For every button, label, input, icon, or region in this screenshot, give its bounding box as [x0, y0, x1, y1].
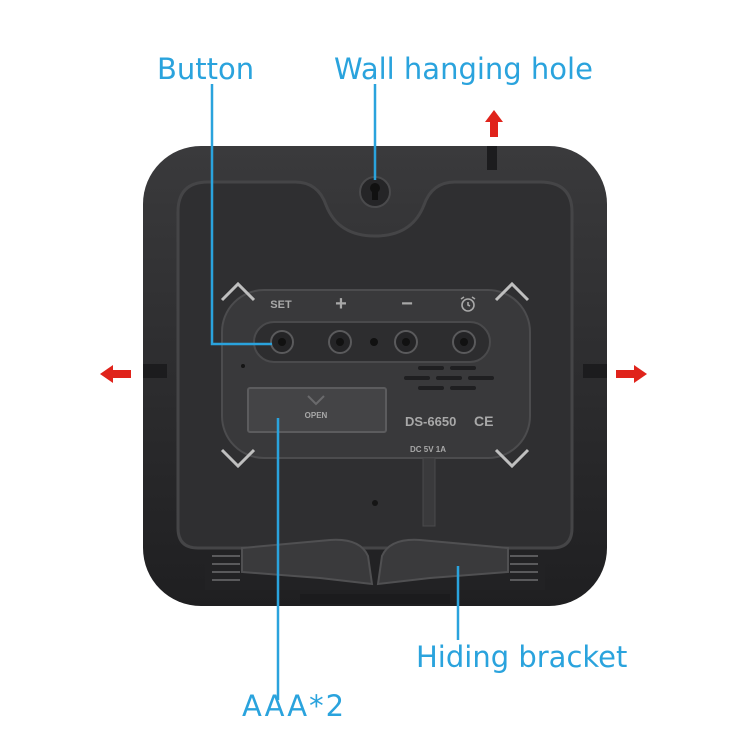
ce-mark: CE	[474, 413, 493, 429]
bracket-ribs-right	[510, 555, 538, 581]
leader-lines	[210, 84, 460, 700]
minus-label: −	[401, 293, 413, 315]
top-seam	[487, 146, 497, 170]
button-callout: Button	[157, 52, 255, 86]
model-label: DS-6650	[405, 414, 456, 429]
arrow-right-icon	[616, 365, 647, 383]
plus-label: +	[335, 293, 347, 315]
set-label: SET	[270, 299, 292, 311]
battery-cover	[247, 387, 387, 433]
open-label: OPEN	[305, 411, 328, 420]
wall-hanging-hole	[359, 176, 391, 208]
hiding-bracket[interactable]	[241, 538, 509, 586]
hiding-bracket-callout: Hiding bracket	[416, 640, 628, 674]
bracket-ribs-left	[212, 555, 240, 581]
minus-button[interactable]	[394, 330, 418, 354]
small-dot-left	[241, 364, 245, 368]
speaker-grille	[404, 366, 494, 390]
clock-base-foot	[300, 594, 450, 604]
leader-button	[210, 84, 272, 346]
reset-pinhole	[370, 338, 378, 346]
arrow-up-icon	[485, 110, 503, 137]
arrow-left-icon	[100, 365, 131, 383]
panel-clips	[220, 281, 530, 469]
plus-button[interactable]	[328, 330, 352, 354]
right-seam	[583, 364, 607, 378]
small-dot-center	[372, 500, 378, 506]
wall-hanging-hole-callout: Wall hanging hole	[334, 52, 593, 86]
set-button[interactable]	[270, 330, 294, 354]
alarm-button[interactable]	[452, 330, 476, 354]
battery-callout: AAA*2	[242, 689, 347, 723]
battery-cover-notch	[307, 395, 325, 406]
power-label: DC 5V 1A	[410, 445, 446, 454]
alarm-clock-icon	[460, 296, 476, 312]
left-seam	[143, 364, 167, 378]
stand-rib	[422, 457, 436, 527]
